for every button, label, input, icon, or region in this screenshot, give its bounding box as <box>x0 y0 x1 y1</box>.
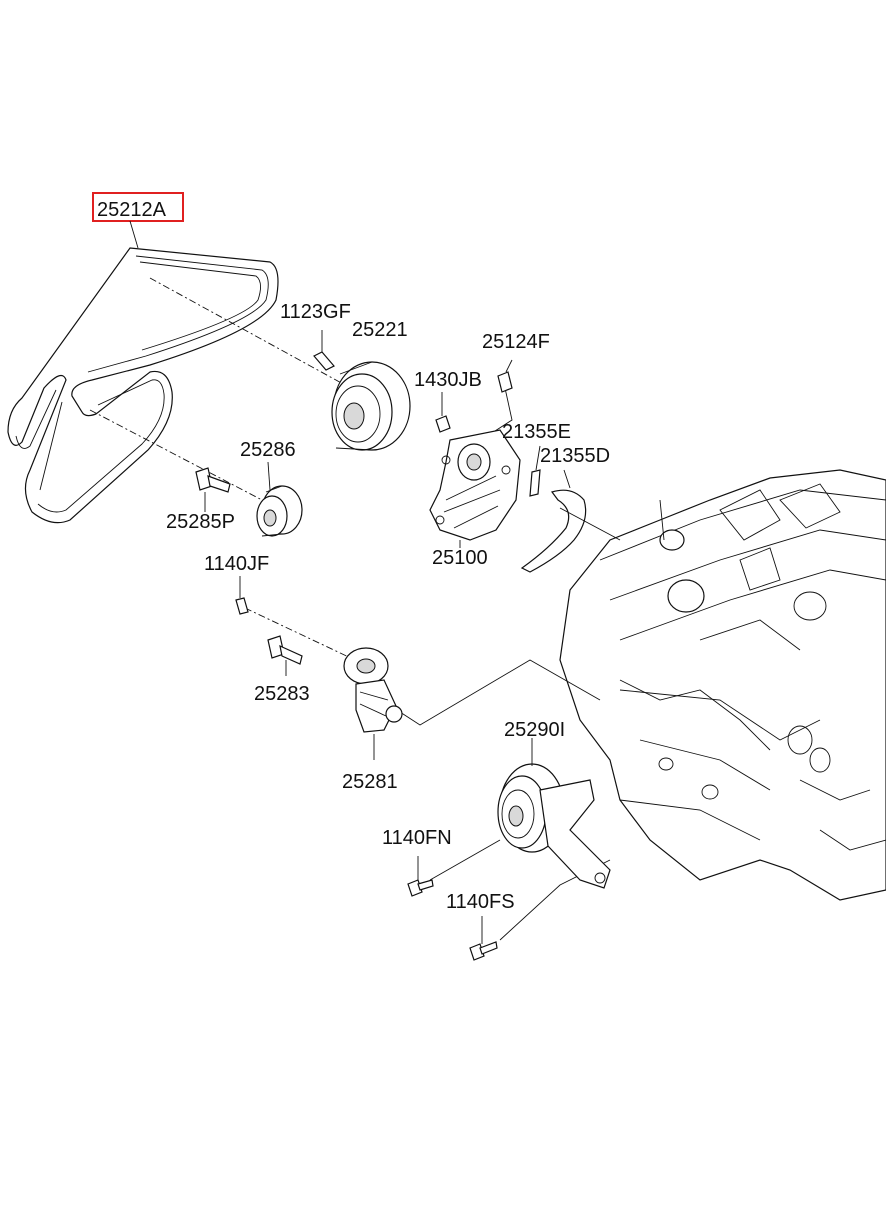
idler-pulley[interactable] <box>331 361 411 451</box>
roller-bolt[interactable] <box>195 467 231 512</box>
bracket-bolt-a[interactable] <box>407 856 434 897</box>
label-idler-pulley: 25221 <box>352 319 408 341</box>
pulley-bracket[interactable] <box>497 738 611 889</box>
label-tensioner-bolt-a: 1140JF <box>204 553 269 575</box>
label-bracket-bolt-a: 1140FN <box>382 827 452 849</box>
bracket-bolt-b[interactable] <box>469 916 498 961</box>
label-pump-bolt-a: 25124F <box>482 331 550 353</box>
label-drive-belt: 25212A <box>97 199 167 221</box>
belt-label-highlight <box>92 192 184 222</box>
pump-bolt-b[interactable] <box>435 392 451 433</box>
idler-bolt[interactable] <box>313 330 335 371</box>
gasket-small[interactable] <box>529 445 541 497</box>
engine-block <box>559 469 886 901</box>
belt-tensioner[interactable] <box>343 647 403 760</box>
label-bracket-bolt-b: 1140FS <box>446 891 515 913</box>
tensioner-bolt-b[interactable] <box>267 635 303 676</box>
label-gasket-large: 21355D <box>540 445 610 467</box>
label-tensioner: 25281 <box>342 771 398 793</box>
label-roller-pulley: 25286 <box>240 439 296 461</box>
label-tensioner-bolt-b: 25283 <box>254 683 310 705</box>
label-gasket-small: 21355E <box>502 421 571 443</box>
label-roller-bolt: 25285P <box>166 511 235 533</box>
roller-pulley[interactable] <box>256 461 303 537</box>
label-pump-bolt-b: 1430JB <box>414 369 482 391</box>
gasket-large[interactable] <box>520 469 587 573</box>
label-water-pump: 25100 <box>432 547 488 569</box>
tensioner-bolt-a[interactable] <box>235 576 249 615</box>
label-pulley-bracket: 25290I <box>504 719 565 741</box>
drive-belt[interactable] <box>7 247 279 524</box>
label-idler-bolt: 1123GF <box>280 301 351 323</box>
pump-bolt-a[interactable] <box>497 359 513 393</box>
water-pump[interactable] <box>429 429 521 541</box>
